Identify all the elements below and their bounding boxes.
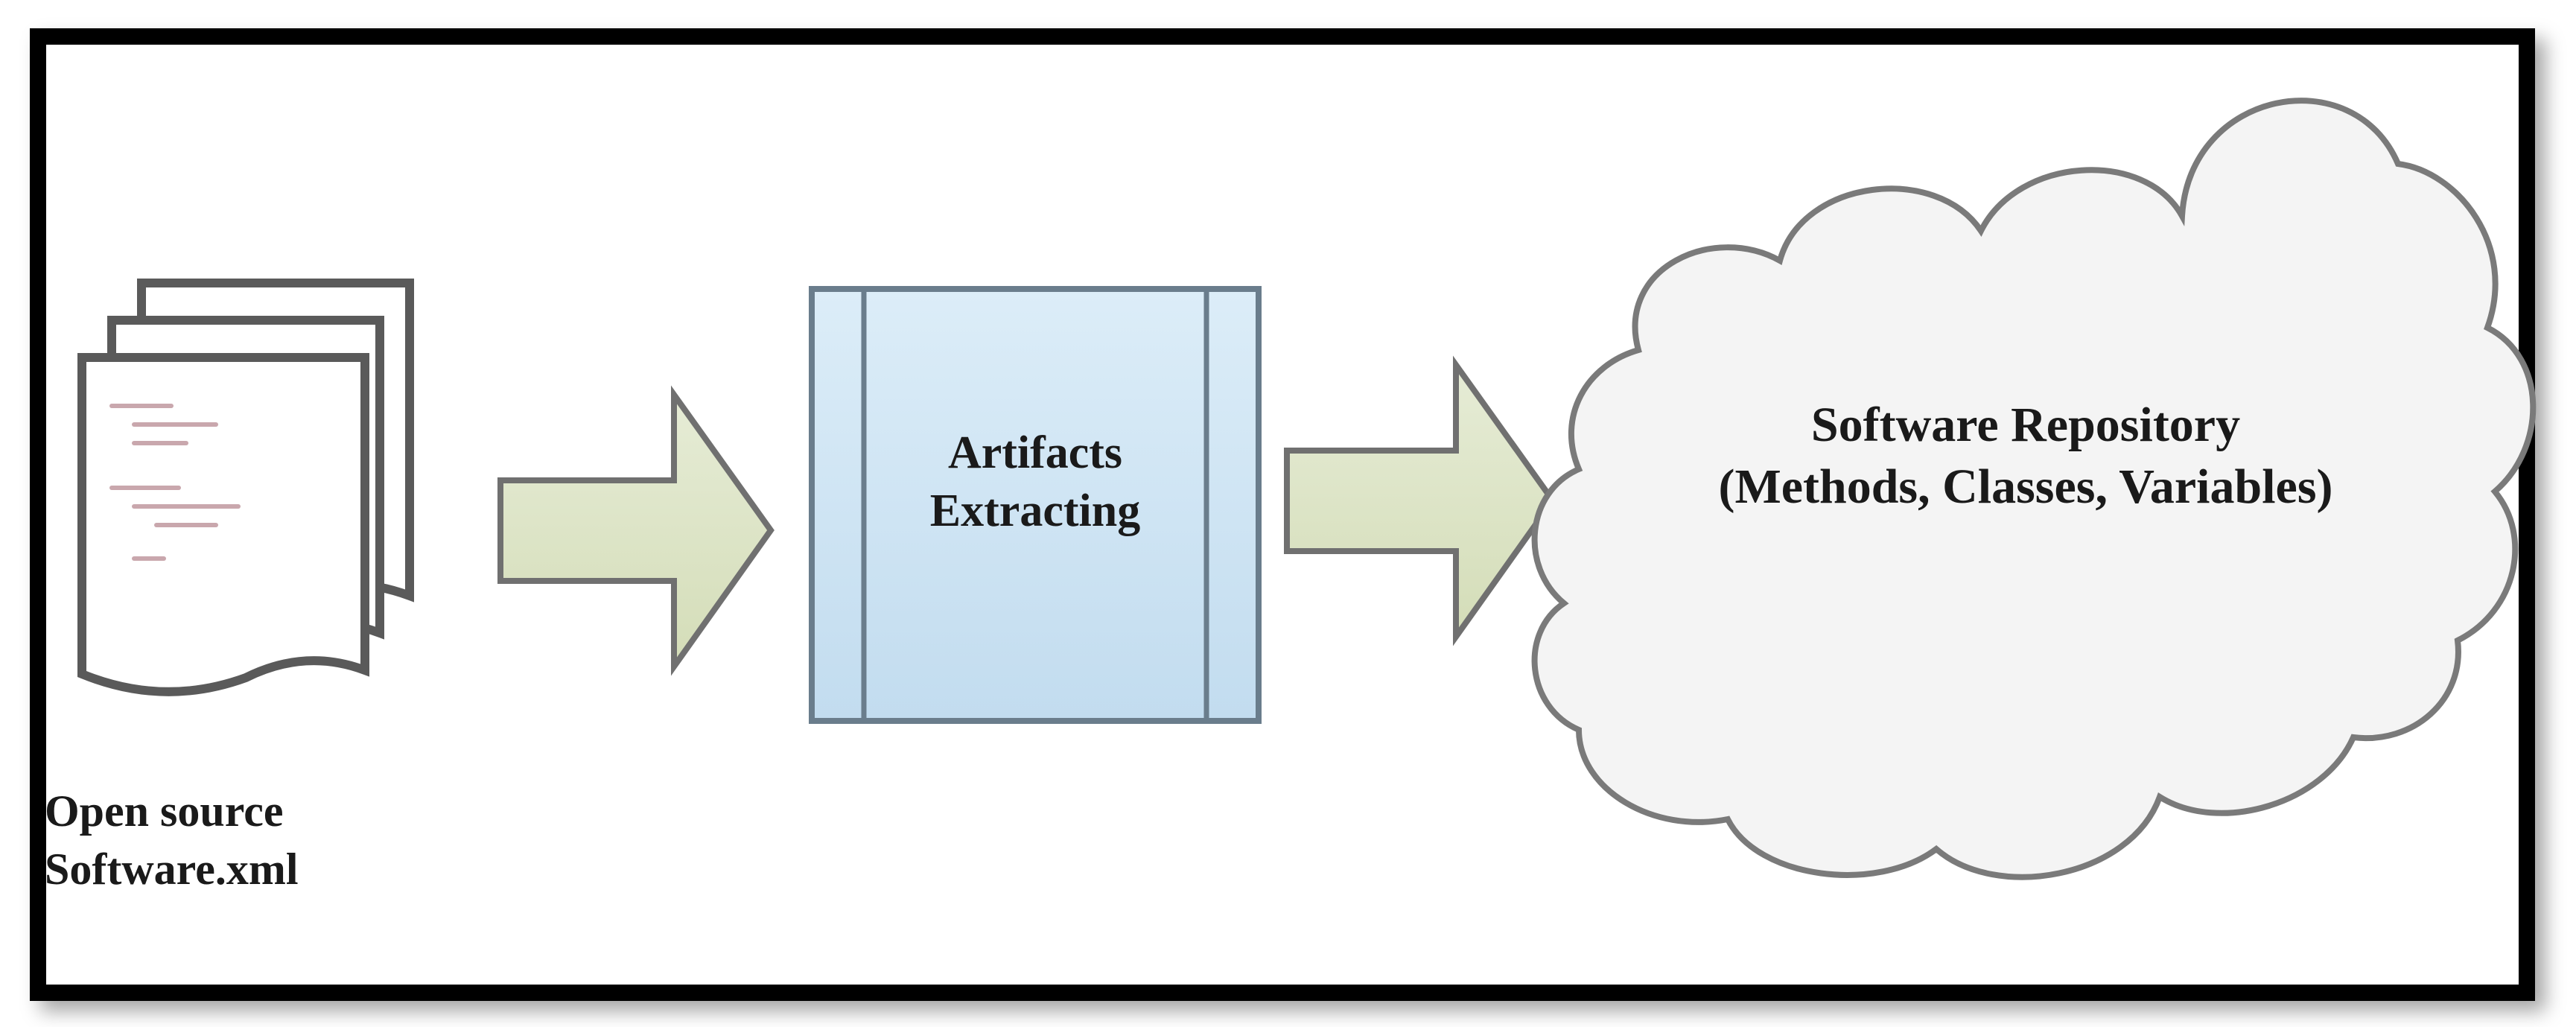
- process-box: [809, 286, 1262, 724]
- process-label-line1: Artifacts: [947, 427, 1123, 478]
- source-label-line2: Software.xml: [45, 845, 299, 894]
- process-label-line2: Extracting: [929, 485, 1141, 536]
- arrow-right-icon: [497, 385, 775, 676]
- document-stack-icon: [77, 279, 414, 696]
- source-label-line1: Open source: [45, 786, 284, 836]
- repository-label-line2: (Methods, Classes, Variables): [1718, 459, 2333, 514]
- repository-label: Software Repository (Methods, Classes, V…: [1586, 395, 2465, 518]
- arrow-right-icon: [1284, 355, 1556, 646]
- process-label: Artifacts Extracting: [812, 425, 1259, 540]
- cloud-icon: [1531, 98, 2537, 880]
- source-label: Open source Software.xml: [45, 782, 328, 898]
- repository-label-line1: Software Repository: [1810, 398, 2241, 452]
